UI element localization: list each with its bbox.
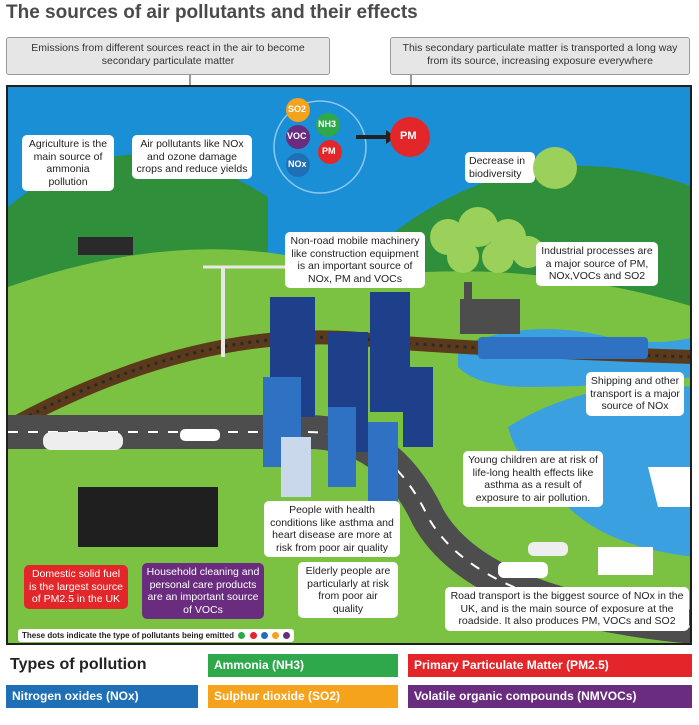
- voc-dot: [283, 632, 291, 640]
- so2-molecule-label: SO2: [288, 104, 307, 114]
- biodiversity-label: Decrease in biodiversity: [465, 152, 535, 183]
- transport-callout: This secondary particulate matter is tra…: [390, 37, 690, 75]
- children-label: Young children are at risk of life-long …: [463, 451, 603, 507]
- ammonia-dot: [238, 632, 246, 640]
- types-of-pollution-heading: Types of pollution: [10, 656, 147, 673]
- dots-legend-text: These dots indicate the type of pollutan…: [22, 631, 235, 640]
- industrial-label: Industrial processes are a major source …: [536, 242, 658, 286]
- nox-dot: [260, 632, 268, 640]
- pm-secondary-label: PM: [400, 130, 417, 142]
- pm-molecule-label: PM: [322, 146, 336, 156]
- shipping-label: Shipping and other transport is a major …: [586, 372, 684, 416]
- type-nitrogen-oxides: Nitrogen oxides (NOx): [6, 685, 198, 708]
- type-primary-pm: Primary Particulate Matter (PM2.5): [408, 654, 692, 677]
- household-products-label: Household cleaning and personal care pro…: [142, 563, 264, 619]
- machinery-label: Non-road mobile machinery like construct…: [285, 232, 425, 288]
- emissions-callout: Emissions from different sources react i…: [6, 37, 330, 75]
- agriculture-label: Agriculture is the main source of ammoni…: [22, 135, 114, 191]
- emissions-callout-text: Emissions from different sources react i…: [31, 42, 305, 67]
- dots-legend: These dots indicate the type of pollutan…: [18, 629, 295, 642]
- type-sulphur-dioxide: Sulphur dioxide (SO2): [208, 685, 398, 708]
- type-ammonia: Ammonia (NH3): [208, 654, 398, 677]
- pm-dot: [249, 632, 257, 640]
- transport-callout-text: This secondary particulate matter is tra…: [402, 42, 678, 67]
- biodiversity-icon: [533, 147, 577, 189]
- page-title: The sources of air pollutants and their …: [6, 2, 418, 23]
- nh3-molecule-label: NH3: [318, 119, 337, 129]
- landscape-art: [8, 98, 690, 643]
- type-vocs: Volatile organic compounds (NMVOCs): [408, 685, 692, 708]
- elderly-label: Elderly people are particularly at risk …: [298, 562, 398, 618]
- voc-molecule-label: VOC: [287, 131, 307, 141]
- so2-dot: [271, 632, 279, 640]
- road-label: Road transport is the biggest source of …: [445, 587, 689, 631]
- crops-label: Air pollutants like NOx and ozone damage…: [132, 135, 252, 179]
- nox-molecule-label: NOx: [288, 159, 307, 169]
- domestic-fuel-label: Domestic solid fuel is the largest sourc…: [24, 565, 128, 609]
- scene-illustration: SO2 NH3 VOC PM NOx PM Agriculture is the…: [6, 85, 692, 645]
- health-label: People with health conditions like asthm…: [264, 501, 400, 557]
